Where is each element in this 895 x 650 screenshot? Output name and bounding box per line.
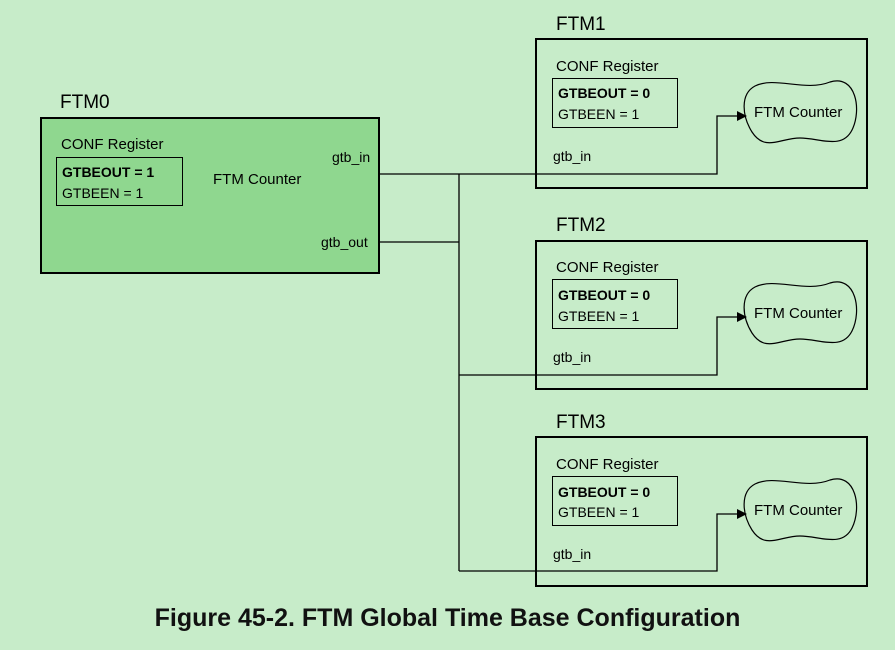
figure-caption: Figure 45-2. FTM Global Time Base Config… <box>154 604 741 632</box>
ftm1-conf-register-label: CONF Register <box>556 58 659 75</box>
ftm0-gtbeout-field: GTBEOUT = 1 <box>62 164 155 180</box>
ftm0-counter-label: FTM Counter <box>213 171 302 188</box>
ftm1-gtbeout-field: GTBEOUT = 0 <box>558 85 651 101</box>
ftm1-gtbeen-field: GTBEEN = 1 <box>558 106 640 122</box>
ftm2-gtb-in-wire <box>459 312 747 376</box>
ftm1-title: FTM1 <box>556 14 606 35</box>
ftm0-gtb-out-label: gtb_out <box>321 234 368 250</box>
ftm2-title: FTM2 <box>556 215 606 236</box>
ftm1-module <box>535 38 868 189</box>
ftm2-conf-register <box>552 279 678 329</box>
ftm2-module <box>535 240 868 390</box>
ftm3-title: FTM3 <box>556 412 606 433</box>
ftm3-module <box>535 436 868 587</box>
ftm3-counter-label: FTM Counter <box>754 502 843 519</box>
ftm1-conf-register <box>552 78 678 128</box>
ftm2-gtbeen-field: GTBEEN = 1 <box>558 308 640 324</box>
ftm2-counter-shape <box>743 281 858 345</box>
ftm3-gtbeout-field: GTBEOUT = 0 <box>558 484 651 500</box>
ftm1-counter-label: FTM Counter <box>754 104 843 121</box>
ftm2-conf-register-label: CONF Register <box>556 259 659 276</box>
ftm0-gtb-in-label: gtb_in <box>332 149 371 165</box>
ftm3-conf-register <box>552 476 678 526</box>
ftm0-module <box>40 117 380 274</box>
ftm3-gtbeen-field: GTBEEN = 1 <box>558 504 640 520</box>
ftm1-counter-shape <box>743 80 858 144</box>
ftm0-conf-register <box>56 157 183 206</box>
ftm1-gtb-in-label: gtb_in <box>553 148 592 164</box>
ftm3-gtb-in-wire <box>459 509 747 572</box>
ftm3-gtb-in-label: gtb_in <box>553 546 592 562</box>
ftm1-gtb-in-wire <box>459 111 747 175</box>
ftm0-title: FTM0 <box>60 92 110 113</box>
ftm3-conf-register-label: CONF Register <box>556 456 659 473</box>
ftm2-counter-label: FTM Counter <box>754 305 843 322</box>
ftm0-conf-register-label: CONF Register <box>61 136 164 153</box>
ftm0-gtbeen-field: GTBEEN = 1 <box>62 185 144 201</box>
ftm2-gtb-in-label: gtb_in <box>553 349 592 365</box>
ftm2-gtbeout-field: GTBEOUT = 0 <box>558 287 651 303</box>
ftm3-counter-shape <box>743 478 858 542</box>
